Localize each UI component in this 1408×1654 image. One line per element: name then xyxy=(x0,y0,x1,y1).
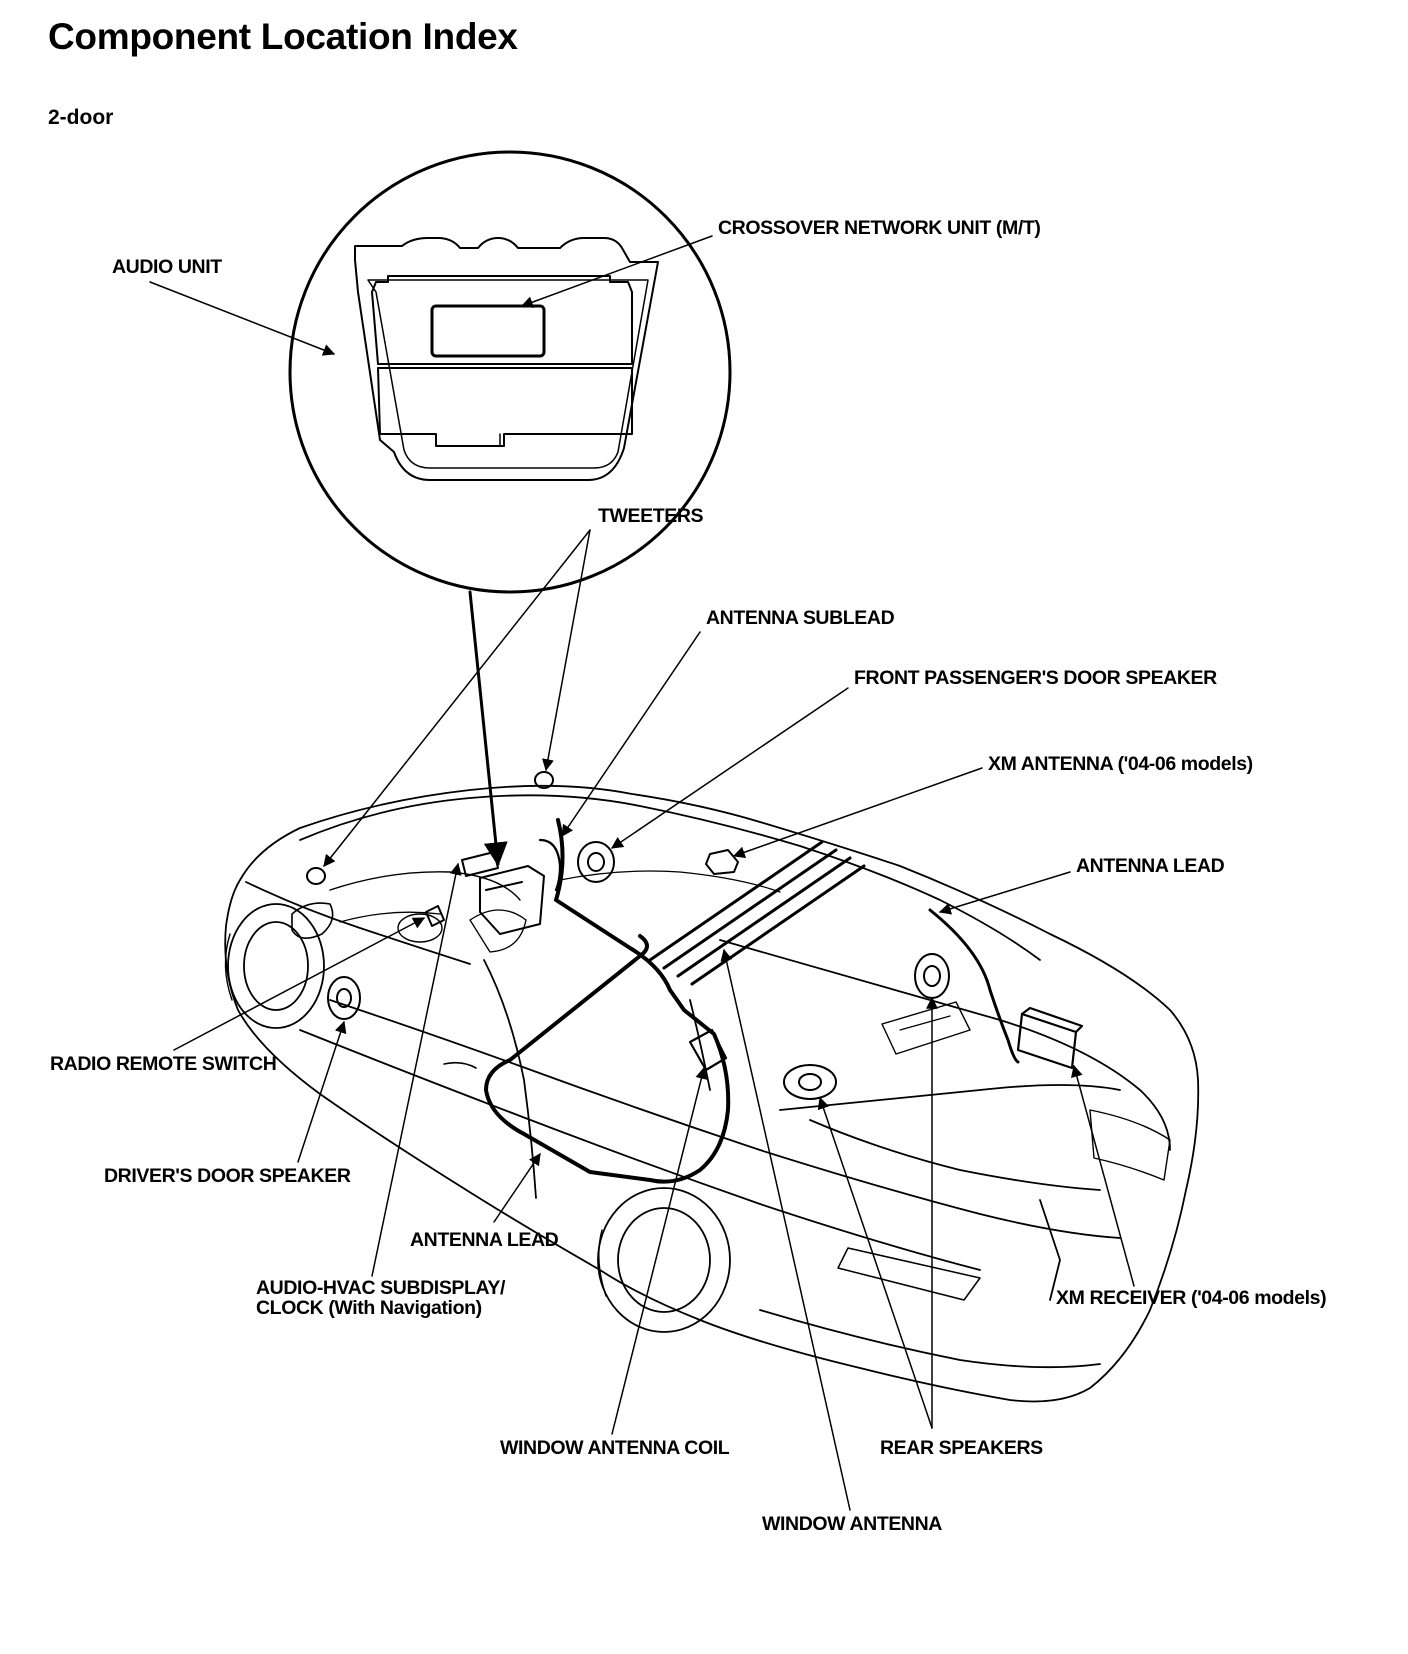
callout-audio-hvac-subdisplay-line1: AUDIO-HVAC SUBDISPLAY/ xyxy=(256,1277,506,1299)
callout-antenna-lead-rear: ANTENNA LEAD xyxy=(1076,855,1225,877)
antenna-sublead-cable xyxy=(538,838,562,892)
front-passenger-door-speaker xyxy=(577,841,615,883)
rear-speaker-upper xyxy=(914,953,950,999)
rear-speaker-lower xyxy=(783,1064,837,1100)
leader-lines xyxy=(149,235,1135,1511)
detail-callout-circle xyxy=(288,150,732,594)
callout-antenna-lead-front: ANTENNA LEAD xyxy=(410,1229,559,1251)
drivers-door-speaker xyxy=(327,976,361,1020)
callout-tweeters: TWEETERS xyxy=(598,505,704,527)
xm-antenna-unit xyxy=(705,849,739,875)
antenna-lead-cable xyxy=(484,818,731,1184)
callout-antenna-sublead: ANTENNA SUBLEAD xyxy=(706,607,895,629)
crossover-network-unit-box xyxy=(430,304,546,358)
radio-remote-switch xyxy=(425,905,445,927)
callout-window-antenna: WINDOW ANTENNA xyxy=(762,1513,942,1535)
callout-audio-unit: AUDIO UNIT xyxy=(112,256,222,278)
page-title: Component Location Index xyxy=(48,16,518,57)
audio-hvac-subdisplay xyxy=(461,851,499,877)
tweeter-left xyxy=(306,867,326,885)
rear-wheel xyxy=(597,1187,731,1333)
callout-front-passenger-door-speaker: FRONT PASSENGER'S DOOR SPEAKER xyxy=(854,667,1217,689)
audio-unit-in-car xyxy=(479,865,545,935)
front-wheel xyxy=(224,903,325,1029)
audio-unit-panel xyxy=(354,237,659,481)
tweeter-right xyxy=(534,771,554,789)
callout-drivers-door-speaker: DRIVER'S DOOR SPEAKER xyxy=(104,1165,351,1187)
callout-radio-remote-switch: RADIO REMOTE SWITCH xyxy=(50,1053,277,1075)
window-antenna-coil-unit xyxy=(688,1028,728,1072)
callout-rear-speakers: REAR SPEAKERS xyxy=(880,1437,1043,1459)
callout-audio-hvac-subdisplay-line2: CLOCK (With Navigation) xyxy=(256,1297,482,1319)
section-label: 2-door xyxy=(48,106,114,129)
callout-window-antenna-coil: WINDOW ANTENNA COIL xyxy=(500,1437,730,1459)
callout-xm-receiver: XM RECEIVER ('04-06 models) xyxy=(1056,1287,1327,1309)
antenna-lead-rear-cable xyxy=(928,908,1020,1064)
callout-audio-hvac-subdisplay: AUDIO-HVAC SUBDISPLAY/ CLOCK (With Navig… xyxy=(256,1278,505,1318)
callout-xm-antenna: XM ANTENNA ('04-06 models) xyxy=(988,753,1253,775)
callout-crossover-network-unit: CROSSOVER NETWORK UNIT (M/T) xyxy=(718,217,1041,239)
car-body-outline xyxy=(224,784,1200,1403)
